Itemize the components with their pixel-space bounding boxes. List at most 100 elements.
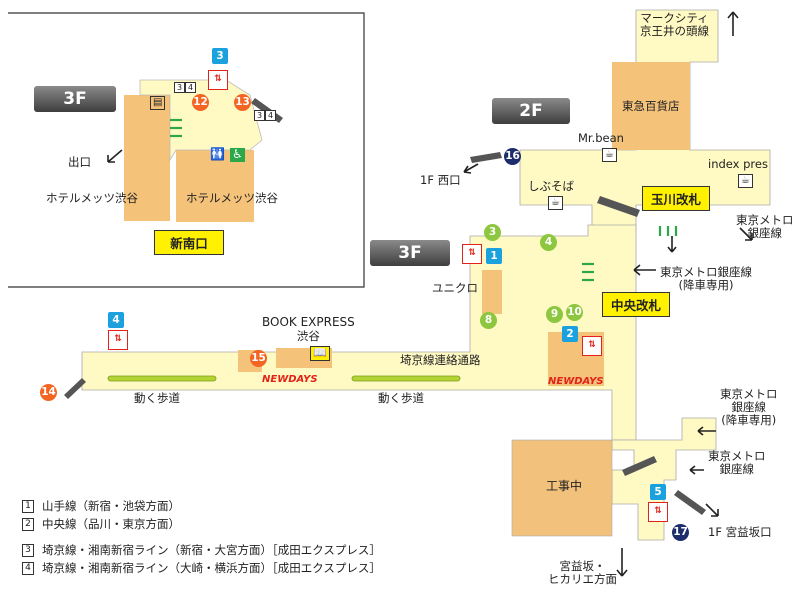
badge-17: 17 [672, 524, 689, 541]
tokyu-label: 東急百貨店 [622, 99, 680, 113]
badge-16: 16 [504, 148, 521, 165]
markcity-text: マークシティ [640, 11, 709, 25]
tokyu-store [612, 62, 690, 150]
arrow-ginza-b [697, 426, 716, 436]
escalator-west [470, 152, 502, 163]
book-express-text: BOOK EXPRESS [262, 315, 355, 329]
elevator-icon-right: ⇅ [582, 336, 602, 356]
metro-ginza-c-line2: 銀座線 [719, 462, 755, 477]
badge-14: 14 [40, 384, 57, 401]
walkway-right-bar [351, 375, 461, 382]
inset-hotel-right [176, 150, 254, 222]
hikarie-text: ヒカリエ方面 [548, 572, 617, 587]
badge-4-green: 4 [540, 234, 557, 251]
floor-label-3f-main: 3F [370, 240, 450, 266]
inset-toilet-icon: 🚻 [210, 147, 225, 161]
metro-ginza-a-label: 東京メトロ 銀座線 [736, 213, 794, 241]
index-label: index pres [708, 157, 768, 171]
badge-10: 10 [566, 304, 583, 321]
escalator-miyamasu [674, 490, 706, 515]
walkway-left-bar [107, 375, 217, 382]
inset-platform-3b: 3 [254, 110, 265, 121]
legend-text-3: 埼京線・湘南新宿ライン（新宿・大宮方面）［成田エクスプレス］ [42, 543, 381, 557]
index-coffee-icon: ☕ [738, 174, 753, 188]
shibusoba-label: しぶそば [528, 179, 574, 193]
legend-box-4: 4 [22, 562, 34, 575]
arrow-tama-down [667, 236, 677, 253]
uniqlo-store [482, 270, 502, 314]
construction-label: 工事中 [546, 479, 583, 493]
walkway-right-label: 動く歩道 [378, 391, 424, 405]
badge-9: 9 [546, 306, 563, 323]
miyamasuzaka-exit-label: 1F 宮益坂口 [708, 525, 772, 539]
metro-ginza-a-line1: 東京メトロ [736, 213, 794, 227]
arrow-markcity [727, 11, 739, 36]
escalator-lower [622, 456, 657, 476]
saikyo-passage-label: 埼京線連絡通路 [400, 353, 481, 367]
escalator-left-end [64, 378, 86, 399]
inset-platform-3: 3 [174, 82, 185, 93]
legend-box-1: 1 [22, 500, 34, 513]
badge-15: 15 [250, 350, 267, 367]
elevator-icon-mid: ⇅ [462, 244, 482, 264]
legend-box-2: 2 [22, 518, 34, 531]
inset-gate-shinminami: 新南口 [154, 230, 224, 255]
legend-text-2: 中央線（品川・東京方面） [42, 517, 180, 531]
arrow-inset-exit [107, 149, 123, 163]
elevator-icon-lower: ⇅ [648, 502, 668, 522]
mrbean-label: Mr.bean [578, 131, 624, 145]
arrow-hikarie [616, 548, 628, 577]
construction-area [511, 439, 613, 537]
metro-ginza-exit-line2: (降車専用) [678, 278, 734, 293]
walkway-left-label: 動く歩道 [134, 391, 180, 405]
inset-accessible-icon: ♿ [230, 147, 245, 162]
legend-box-3: 3 [22, 544, 34, 557]
inset-frame [8, 12, 365, 288]
inset-hotel-right-label: ホテルメッツ渋谷 [186, 191, 278, 205]
floor-label-inset: 3F [34, 86, 116, 112]
metro-ginza-b-label: 東京メトロ 銀座線 (降車専用) [720, 387, 778, 428]
badge-5: 5 [650, 484, 666, 500]
mrbean-coffee-icon: ☕ [602, 148, 617, 162]
escalator-tamagawa [597, 196, 640, 217]
badge-8: 8 [480, 312, 497, 329]
inset-hotel-left [124, 95, 170, 221]
badge-4-blue: 4 [108, 312, 124, 328]
hikarie-direction-label: 宮益坂・ ヒカリエ方面 [548, 559, 617, 587]
metro-ginza-a-line2: 銀座線 [747, 226, 783, 241]
newdays-right: NEWDAYS [548, 376, 604, 387]
newdays-left: NEWDAYS [262, 374, 318, 385]
inset-badge-13: 13 [234, 94, 251, 111]
book-express-text2: 渋谷 [296, 328, 320, 343]
inset-ticket-machine-icon: ▤ [150, 96, 166, 110]
inset-platform-4: 4 [185, 82, 196, 93]
inset-platform-4b: 4 [265, 110, 276, 121]
miyamasuzaka-text: 宮益坂・ [559, 559, 606, 573]
metro-ginza-exit-label: 東京メトロ銀座線 (降車専用) [660, 265, 752, 293]
chuo-gate: 中央改札 [602, 292, 671, 317]
arrow-ginza-c [689, 465, 704, 475]
metro-ginza-c-label: 東京メトロ 銀座線 [708, 449, 766, 477]
metro-ginza-b-line3: (降車専用) [721, 413, 777, 428]
arrow-miyamasu-exit [705, 503, 719, 517]
badge-1: 1 [486, 248, 502, 264]
metro-ginza-b-line1: 東京メトロ [720, 387, 778, 401]
lower-concourse [611, 417, 717, 541]
arrow-nishiguchi [463, 163, 479, 174]
shibusoba-coffee-icon: ☕ [548, 196, 563, 210]
inset-exit-label: 出口 [68, 155, 91, 169]
tamagawa-gate: 玉川改札 [642, 186, 711, 211]
inset-hotel-left-label: ホテルメッツ渋谷 [46, 191, 138, 205]
inset-elevator-icon: ⇅ [208, 70, 228, 90]
inokashira-text: 京王井の頭線 [640, 24, 709, 39]
uniqlo-label: ユニクロ [432, 281, 478, 295]
metro-ginza-c-line1: 東京メトロ [708, 449, 766, 463]
arrow-ginza-a [739, 227, 753, 241]
metro-ginza-exit-line1: 東京メトロ銀座線 [660, 265, 752, 279]
elevator-icon-left: ⇅ [108, 330, 128, 350]
legend-item-2: 2 中央線（品川・東京方面） [22, 516, 180, 532]
badge-2: 2 [562, 326, 578, 342]
